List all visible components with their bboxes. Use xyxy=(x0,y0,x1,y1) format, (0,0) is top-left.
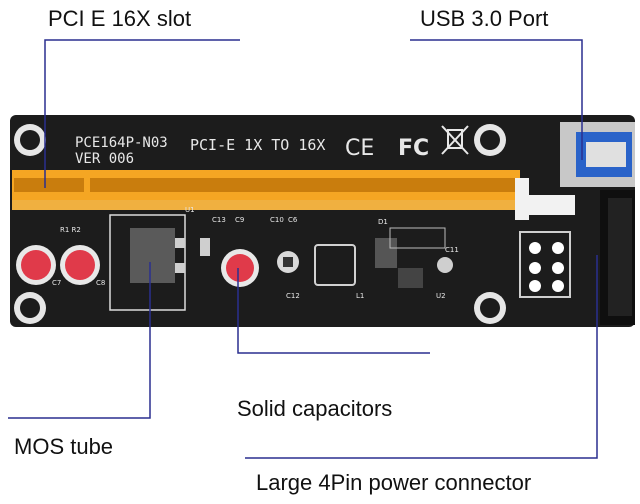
callout-pcie-slot: PCI E 16X slot xyxy=(48,6,192,31)
label-c6: C6 xyxy=(288,216,298,224)
callout-power-connector: Large 4Pin power connector xyxy=(256,470,532,495)
solid-capacitors-left xyxy=(16,245,259,287)
label-c7: C7 xyxy=(52,279,61,287)
pcie-16x-slot xyxy=(12,170,575,220)
ce-mark: CE xyxy=(345,136,374,161)
leader-mos-tube xyxy=(8,262,151,419)
callout-mos-tube: MOS tube xyxy=(14,434,114,459)
label-l1: L1 xyxy=(356,292,364,300)
board-model: PCE164P-N03 xyxy=(75,135,168,151)
board-version: VER 006 xyxy=(75,151,134,167)
callout-usb-port: USB 3.0 Port xyxy=(420,6,549,31)
label-c11: C11 xyxy=(445,246,459,254)
usb-port xyxy=(560,122,635,187)
label-r1r2: R1 R2 xyxy=(60,226,81,234)
label-d1: D1 xyxy=(378,218,388,226)
leader-pcie-slot xyxy=(44,39,240,188)
weee-bin-icon xyxy=(441,125,469,155)
fc-mark: FC xyxy=(398,136,429,161)
label-c12: C12 xyxy=(286,292,300,300)
label-c10: C10 xyxy=(270,216,284,224)
small-components xyxy=(200,227,571,298)
label-u1: U1 xyxy=(185,206,195,214)
callout-solid-capacitors: Solid capacitors xyxy=(237,396,393,421)
mounting-holes xyxy=(14,124,506,324)
label-c13: C13 xyxy=(212,216,226,224)
label-c8: C8 xyxy=(96,279,105,287)
leader-solid-capacitors xyxy=(237,268,430,354)
leader-lines xyxy=(8,39,598,459)
power-connector-inner xyxy=(608,198,632,316)
mos-tube xyxy=(109,214,186,311)
leader-power-connector xyxy=(245,255,598,459)
leader-usb-port xyxy=(410,39,583,160)
label-u2: U2 xyxy=(436,292,446,300)
board-description: PCI-E 1X TO 16X xyxy=(190,136,325,154)
label-c9: C9 xyxy=(235,216,244,224)
